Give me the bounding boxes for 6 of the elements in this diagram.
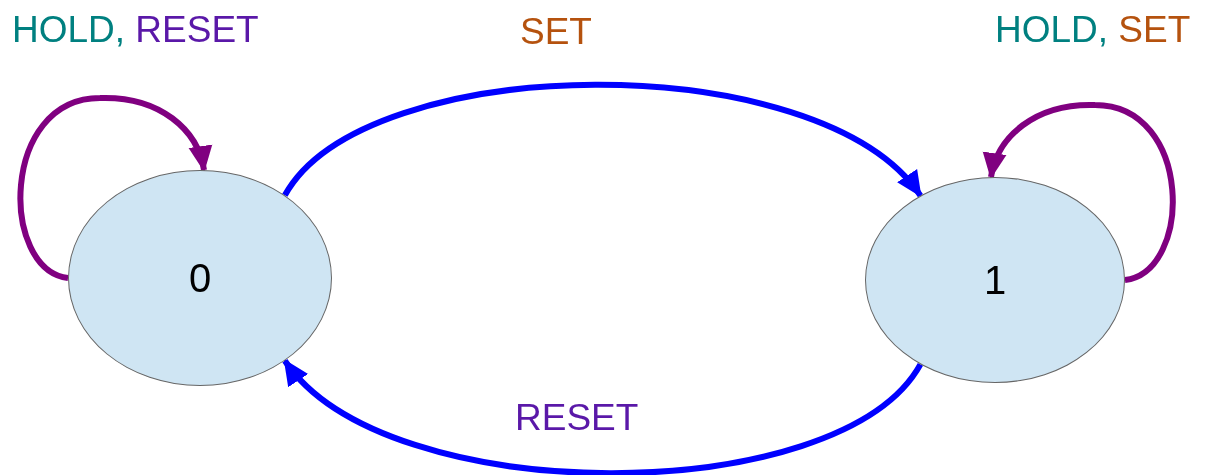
transition-arrow xyxy=(984,102,1176,283)
transition-arrow xyxy=(17,95,211,281)
transition-arrow xyxy=(282,358,923,475)
transition-arrow xyxy=(282,81,923,198)
state-label: 1 xyxy=(983,257,1007,303)
state-label: 0 xyxy=(188,255,212,301)
